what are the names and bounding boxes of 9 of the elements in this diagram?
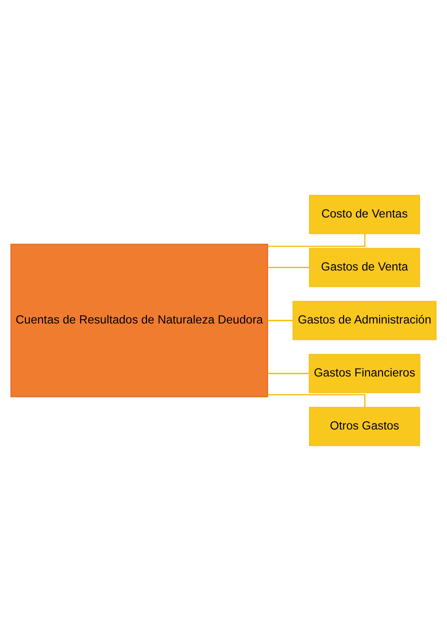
connector bbox=[268, 320, 293, 322]
node-box: Gastos Financieros bbox=[308, 354, 420, 394]
node-box: Gastos de Administración bbox=[292, 300, 437, 340]
node-box: Cuentas de Resultados de Naturaleza Deudora bbox=[10, 244, 268, 398]
node-box: Gastos de Venta bbox=[309, 248, 420, 288]
connector bbox=[268, 266, 310, 268]
connector bbox=[268, 372, 309, 374]
node-box: Otros Gastos bbox=[309, 406, 420, 446]
node-box: Costo de Ventas bbox=[309, 194, 420, 234]
